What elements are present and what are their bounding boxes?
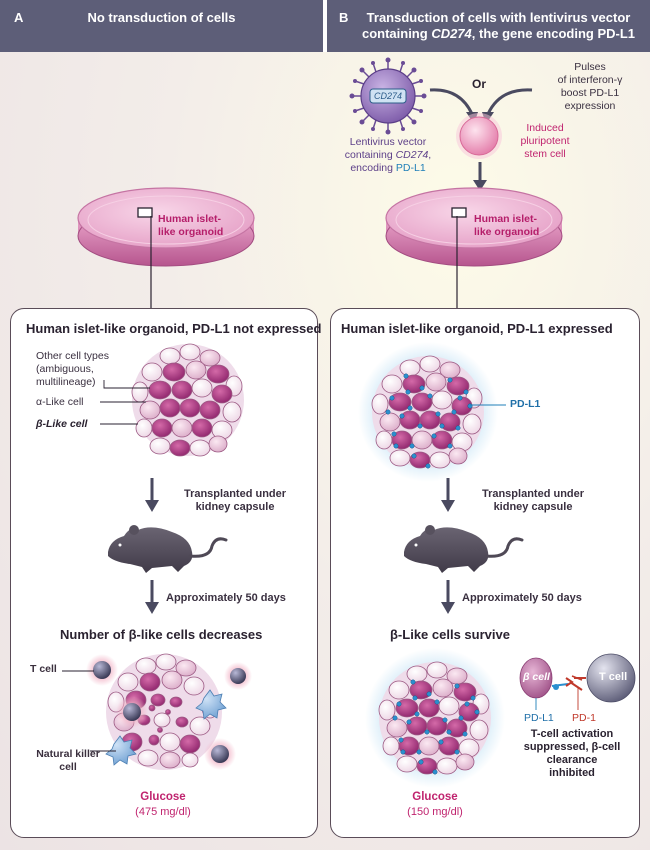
ipsc-caption: Induced pluripotent stem cell — [520, 122, 570, 160]
mouse-a-icon — [108, 525, 228, 573]
panel-a-header: A No transduction of cells — [0, 0, 323, 52]
t-cell-label-a: T cell — [30, 663, 57, 675]
pd1-small-label: PD-1 — [572, 712, 596, 724]
t-cell-leader-a — [62, 670, 94, 672]
suppression-caption: T-cell activation suppressed, β-cell cle… — [523, 728, 621, 779]
panel-b-title: Transduction of cells with lentivirus ve… — [357, 10, 640, 42]
beta-cell-label: β cell — [523, 671, 550, 683]
lentivirus-icon — [349, 57, 427, 135]
pdl1-small-label: PD-L1 — [524, 712, 554, 724]
glucose-a: Glucose (475 mg/dl) — [135, 791, 191, 818]
or-label: Or — [472, 77, 487, 91]
transplant-a-label: Transplanted under kidney capsule — [183, 488, 287, 513]
panel-b-letter: B — [339, 10, 349, 25]
transplant-b-label: Transplanted under kidney capsule — [481, 488, 585, 513]
organoid-a — [131, 343, 244, 457]
legend-other-cell-types: Other cell types (ambiguous, multilineag… — [36, 350, 109, 388]
result-a-title: Number of β-like cells decreases — [60, 627, 263, 642]
vector-caption: Lentivirus vector containing CD274, enco… — [344, 136, 432, 174]
days-a-label: Approximately 50 days — [166, 592, 286, 604]
petri-dish-a — [77, 187, 255, 267]
arrow-b-1 — [441, 478, 455, 512]
connector-a — [150, 216, 152, 311]
arrow-b-2 — [441, 580, 455, 614]
panel-a-title: No transduction of cells — [87, 10, 236, 25]
dish-b-label: Human islet- like organoid — [474, 213, 540, 238]
petri-dish-b — [385, 187, 563, 267]
nk-cell-label: Natural killer cell — [36, 748, 100, 773]
arrow-a-1 — [145, 478, 159, 512]
panel-b-card-title: Human islet-like organoid, PD-L1 express… — [341, 321, 613, 336]
legend-beta-cell: β-Like cell — [36, 418, 88, 430]
dish-a-label: Human islet- like organoid — [158, 213, 224, 238]
organoid-b — [358, 342, 498, 482]
beta-tcell-interaction — [519, 653, 636, 710]
result-b-title: β-Like cells survive — [390, 627, 510, 642]
header-divider — [323, 0, 327, 52]
mouse-b-icon — [404, 525, 524, 573]
pdl1-leader-line — [470, 404, 506, 406]
panel-b-title-line1: Transduction of cells with lentivirus ve… — [366, 10, 631, 25]
t-cell-label-b: T cell — [599, 671, 628, 683]
legend-alpha-cell: α-Like cell — [36, 396, 84, 408]
panel-b-header: B Transduction of cells with lentivirus … — [327, 0, 650, 52]
arrow-a-2 — [145, 580, 159, 614]
panel-a-letter: A — [14, 10, 24, 25]
connector-b — [456, 216, 458, 311]
stem-cell-icon — [456, 113, 502, 159]
legend-leader-lines — [100, 380, 150, 425]
organoid-a-degraded — [86, 653, 252, 770]
organoid-b-survive — [365, 648, 505, 788]
down-arrow-to-dish-b — [473, 162, 487, 191]
glucose-b: Glucose (150 mg/dl) — [407, 791, 463, 818]
nk-cell-leader — [90, 750, 116, 752]
panel-b-title-line2: containing CD274, the gene encoding PD-L… — [361, 26, 636, 41]
virus-gene-label: CD274 — [373, 91, 402, 101]
days-b-label: Approximately 50 days — [462, 592, 582, 604]
pdl1-label: PD-L1 — [510, 398, 541, 410]
panel-a-card-title: Human islet-like organoid, PD-L1 not exp… — [26, 321, 322, 336]
interferon-label: Pulses of interferon-γ boost PD-L1 expre… — [557, 61, 623, 112]
